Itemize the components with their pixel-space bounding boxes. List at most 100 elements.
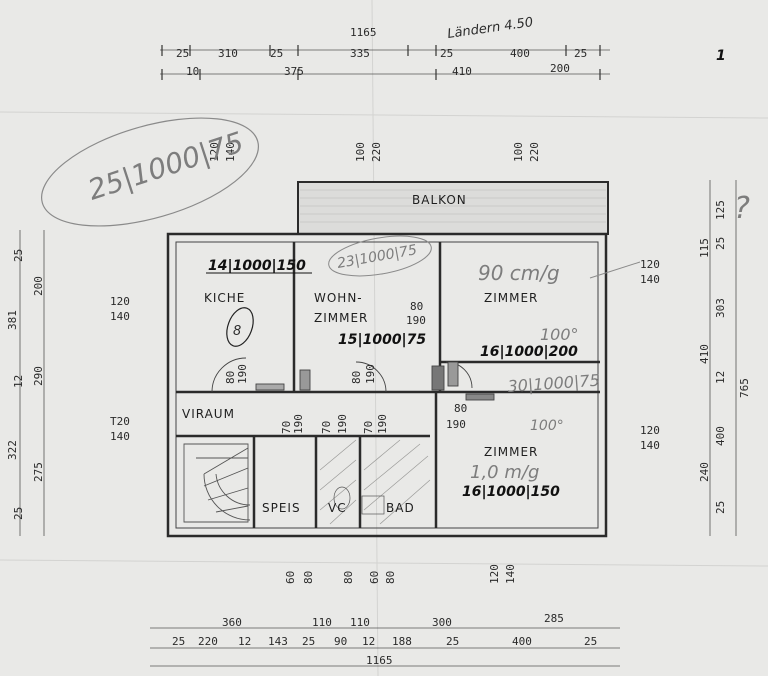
kueche-ratio: 14|1000|150 [208,258,306,274]
right-dim-1: 125 [714,200,727,220]
top-handnote: Ländern 4.50 [446,15,534,42]
top-dim-8: 10 [186,65,199,78]
inner-door-2-h: 190 [336,414,349,434]
door-190: 190 [406,314,426,327]
room-labels: BALKON KICHE WOHN- ZIMMER ZIMMER ZIMMER … [182,193,538,515]
bottom-window-w: 120 [488,564,501,584]
vorraum-door-h: 190 [236,364,249,384]
top-opening-labels: 120 140 100 220 100 220 [208,142,541,162]
bottom-dim-b10: 400 [512,635,532,648]
right-dim-2: 115 [698,238,711,258]
bottom-dim-b1: 25 [172,635,185,648]
bottom-dimension-chains: 360 110 110 300 285 25 220 12 143 25 90 … [150,612,620,667]
room-zimmer-bottom: ZIMMER [484,445,538,459]
top-dimension-chains: 1165 Ländern 4.50 25 310 25 335 25 400 2… [160,15,726,80]
bottom-dim-b11: 25 [584,635,597,648]
staircase [183,443,251,523]
right-dim-7: 765 [738,378,751,398]
room-wc: VC [328,501,347,515]
left-dim-1: 25 [12,249,25,262]
bottom-door-1: 60 [284,571,297,584]
top-dim-11: 200 [550,62,570,75]
bottom-dim-a3: 110 [350,616,370,629]
pencil-zimmer-top: 90 cm/g [478,261,560,285]
bottom-dim-a4: 300 [432,616,452,629]
right-dim-10: 25 [714,501,727,514]
pencil-zimmer-top-2: 100° [540,325,579,344]
room-kueche: KICHE [204,291,245,305]
wohn-door-h: 190 [364,364,377,384]
right-dim-9: 240 [698,462,711,482]
inner-door-1-w: 70 [280,421,293,434]
room-balkon: BALKON [412,193,467,207]
left-dim-2: 200 [32,276,45,296]
left-dim-4: 12 [12,375,25,388]
bottom-door-2: 80 [302,571,315,584]
bottom-dim-b9: 25 [446,635,459,648]
left-dim-8: 25 [12,507,25,520]
right-dim-4: 303 [714,298,727,318]
bottom-dim-b7: 12 [362,635,375,648]
inner-door-3-h: 190 [376,414,389,434]
bottom-window-h: 140 [504,564,517,584]
vorraum-door-w: 80 [224,371,237,384]
kitchen-number: 8 [233,324,241,339]
left-window-1-h: 140 [110,310,130,323]
top-dim-6: 400 [510,47,530,60]
door-swings [211,357,495,401]
top-dim-3: 25 [270,47,283,60]
balkon-door-2-h: 220 [528,142,541,162]
pencil-zimmer-bottom-2: 1,0 m/g [470,462,539,483]
bottom-dim-a2: 110 [312,616,332,629]
balkon-door-2-w: 100 [512,142,525,162]
top-dim-4: 335 [350,47,370,60]
zimmer-top-ratio: 16|1000|200 [480,344,578,360]
top-dim-2: 310 [218,47,238,60]
right-window-2-h: 140 [640,439,660,452]
room-speis: SPEIS [262,501,301,515]
pencil-zimmer-bottom: 100° [530,418,564,434]
pencil-question: ? [734,191,750,226]
right-dim-5: 410 [698,344,711,364]
wet-room-hatch [319,439,431,525]
kitchen-window-w: 120 [208,142,221,162]
bottom-door-5: 80 [384,571,397,584]
bottom-dim-b3: 12 [238,635,251,648]
bottom-dim-a1: 360 [222,616,242,629]
door-80-b: 80 [454,402,467,415]
left-dim-7: 275 [32,462,45,482]
bottom-dim-b5: 25 [302,635,315,648]
pencil-annotation-big: 25|1000|75 [40,117,260,227]
left-window-2-h: 140 [110,430,130,443]
ink-annotations: 14|1000|150 8 15|1000|75 16|1000|200 16|… [206,258,578,500]
left-window-1-w: 120 [110,295,130,308]
door-80: 80 [410,300,423,313]
left-dim-3: 381 [6,310,19,330]
left-dim-5: 290 [32,366,45,386]
left-dimension-chain: 25 200 381 12 290 322 275 25 [6,230,45,536]
inner-door-3-w: 70 [362,421,375,434]
right-dim-8: 400 [714,426,727,446]
bottom-door-3: 80 [342,571,355,584]
corner-mark: 1 [716,48,726,64]
right-dimension-chain: 125 115 25 303 410 12 765 400 240 25 [698,180,751,536]
building-outline [166,181,609,538]
top-dim-5: 25 [440,47,453,60]
right-dim-6: 12 [714,371,727,384]
bottom-overall-dim: 1165 [366,654,393,667]
room-bad: BAD [386,501,415,515]
inner-door-2-w: 70 [320,421,333,434]
right-window-1-h: 140 [640,273,660,286]
door-190-b: 190 [446,418,466,431]
room-vorraum: VIRAUM [182,407,235,421]
top-overall-dim: 1165 [350,26,377,39]
top-dim-7: 25 [574,47,587,60]
wohn-ratio: 15|1000|75 [338,332,426,348]
left-window-2-w: T20 [110,415,130,428]
bottom-dim-b2: 220 [198,635,218,648]
bottom-dim-b6: 90 [334,635,347,648]
opening-labels: 120 140 T20 140 120 140 120 140 80 190 8… [110,258,660,584]
top-dim-9: 375 [284,65,304,78]
